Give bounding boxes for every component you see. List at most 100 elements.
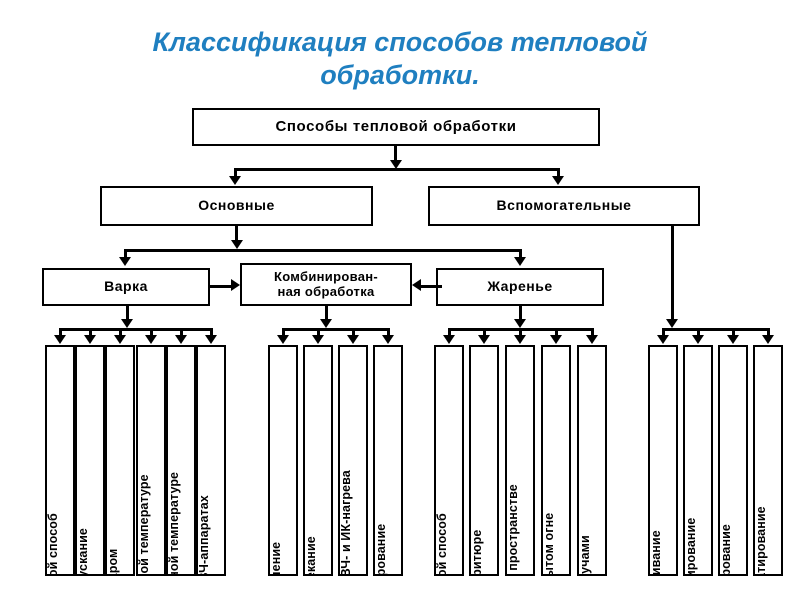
connector-frying-drop-4 <box>555 328 558 336</box>
connector-auxiliary-bus <box>662 328 767 331</box>
leaf-box: Паром <box>105 345 135 576</box>
leaf-label: Брезирование <box>374 523 388 576</box>
node-label: Вспомогательные <box>496 197 632 214</box>
leaf-box: Брезирование <box>373 345 403 576</box>
leaf-label: Комбинация СВЧ- и ИК-нагрева <box>339 470 353 576</box>
leaf-box: Варка в СВЧ-аппаратах <box>196 345 226 576</box>
connector-combined-drop-3 <box>352 328 355 336</box>
connector-combined-drop-2 <box>317 328 320 336</box>
leaf-box: На открытом огне <box>541 345 571 576</box>
arrowhead-frying-leaf-2 <box>478 335 490 344</box>
connector-frying-drop-2 <box>483 328 486 336</box>
arrowhead-combined-leaf-4 <box>382 335 394 344</box>
connector-boiling-drop-1 <box>59 328 62 336</box>
connector-level3-right-drop <box>519 249 522 258</box>
connector-combined-stem <box>325 306 328 321</box>
arrowhead-combined-stem <box>320 319 332 328</box>
leaf-box: При пониженной температуре <box>136 345 166 576</box>
arrowhead-combined-leaf-1 <box>277 335 289 344</box>
connector-frying-drop-3 <box>519 328 522 336</box>
node-main-methods: Основные <box>100 186 373 226</box>
leaf-label: В замкнутом пространстве <box>506 484 520 576</box>
connector-boiling-stem <box>126 306 129 321</box>
connector-main-stem <box>235 226 238 242</box>
leaf-label: Термостатирование <box>754 506 768 576</box>
connector-boiling-drop-4 <box>150 328 153 336</box>
arrowhead-to-main <box>229 176 241 185</box>
connector-frying-drop-5 <box>591 328 594 336</box>
connector-level2-bus <box>234 168 560 171</box>
arrowhead-auxiliary-leaf-4 <box>762 335 774 344</box>
arrowhead-to-boiling <box>119 257 131 266</box>
leaf-label: Во фритюре <box>470 529 484 576</box>
connector-boiling-to-combined <box>210 285 232 288</box>
connector-boiling-drop-6 <box>210 328 213 336</box>
leaf-box: Основной способ <box>45 345 75 576</box>
node-boiling: Варка <box>42 268 210 306</box>
connector-frying-stem <box>519 306 522 321</box>
node-frying: Жаренье <box>436 268 604 306</box>
connector-level2-left-drop <box>234 168 237 177</box>
connector-boiling-drop-3 <box>119 328 122 336</box>
leaf-label: При повышенной температуре <box>167 471 181 576</box>
leaf-box: Припускание <box>75 345 105 576</box>
connector-root-stem <box>394 146 397 162</box>
leaf-box: Опаливание <box>648 345 678 576</box>
connector-combined-drop-4 <box>387 328 390 336</box>
arrowhead-frying-leaf-3 <box>514 335 526 344</box>
leaf-label: При пониженной температуре <box>137 474 151 576</box>
connector-auxiliary-drop-3 <box>732 328 735 336</box>
leaf-label: ИК-лучами <box>578 535 592 576</box>
leaf-label: Опаливание <box>649 530 663 576</box>
arrowhead-frying-leaf-5 <box>586 335 598 344</box>
leaf-label: На открытом огне <box>542 512 556 576</box>
node-auxiliary-methods: Вспомогательные <box>428 186 700 226</box>
arrowhead-auxiliary-leaf-3 <box>727 335 739 344</box>
arrowhead-frying-stem <box>514 319 526 328</box>
connector-boiling-drop-5 <box>180 328 183 336</box>
leaf-label: Пассерование <box>719 524 733 576</box>
arrowhead-combined-leaf-2 <box>312 335 324 344</box>
arrowhead-to-frying <box>514 257 526 266</box>
arrowhead-boiling-leaf-1 <box>54 335 66 344</box>
arrowhead-frying-leaf-4 <box>550 335 562 344</box>
connector-frying-to-combined <box>420 285 442 288</box>
leaf-label: Варка в СВЧ-аппаратах <box>197 495 211 576</box>
leaf-label: Тушение <box>269 541 283 576</box>
arrowhead-auxiliary-leaf-2 <box>692 335 704 344</box>
arrowhead-aux-long-stem <box>666 319 678 328</box>
arrowhead-boiling-leaf-6 <box>205 335 217 344</box>
leaf-box: Термостатирование <box>753 345 783 576</box>
arrowhead-boiling-leaf-2 <box>84 335 96 344</box>
page-title: Классификация способов тепловой обработк… <box>152 27 648 90</box>
leaf-label: Основной способ <box>435 513 449 576</box>
leaf-box: Основной способ <box>434 345 464 576</box>
leaf-box: При повышенной температуре <box>166 345 196 576</box>
leaf-box: Комбинация СВЧ- и ИК-нагрева <box>338 345 368 576</box>
connector-combined-bus <box>282 328 387 331</box>
leaf-label: Запекание <box>304 536 318 576</box>
arrowhead-boiling-to-combined <box>231 279 240 291</box>
connector-level3-left-drop <box>124 249 127 258</box>
arrowhead-root-stem <box>390 160 402 169</box>
leaf-box: Во фритюре <box>469 345 499 576</box>
leaf-label: Паром <box>106 548 120 576</box>
node-label: Жаренье <box>487 278 553 295</box>
connector-combined-drop-1 <box>282 328 285 336</box>
leaf-box: Запекание <box>303 345 333 576</box>
leaf-box: В замкнутом пространстве <box>505 345 535 576</box>
leaf-label: Основной способ <box>46 513 60 576</box>
node-label: Комбинирован- ная обработка <box>273 268 379 299</box>
arrowhead-combined-leaf-3 <box>347 335 359 344</box>
arrowhead-to-aux <box>552 176 564 185</box>
connector-aux-long-stem <box>671 226 674 321</box>
leaf-box: Пассерование <box>718 345 748 576</box>
leaf-label: Бланширование <box>684 517 698 576</box>
arrowhead-boiling-stem <box>121 319 133 328</box>
leaf-box: Тушение <box>268 345 298 576</box>
node-heat-treatment-methods: Способы тепловой обработки <box>192 108 600 146</box>
node-combined-treatment: Комбинирован- ная обработка <box>240 263 412 306</box>
arrowhead-frying-leaf-1 <box>443 335 455 344</box>
connector-auxiliary-drop-1 <box>662 328 665 336</box>
